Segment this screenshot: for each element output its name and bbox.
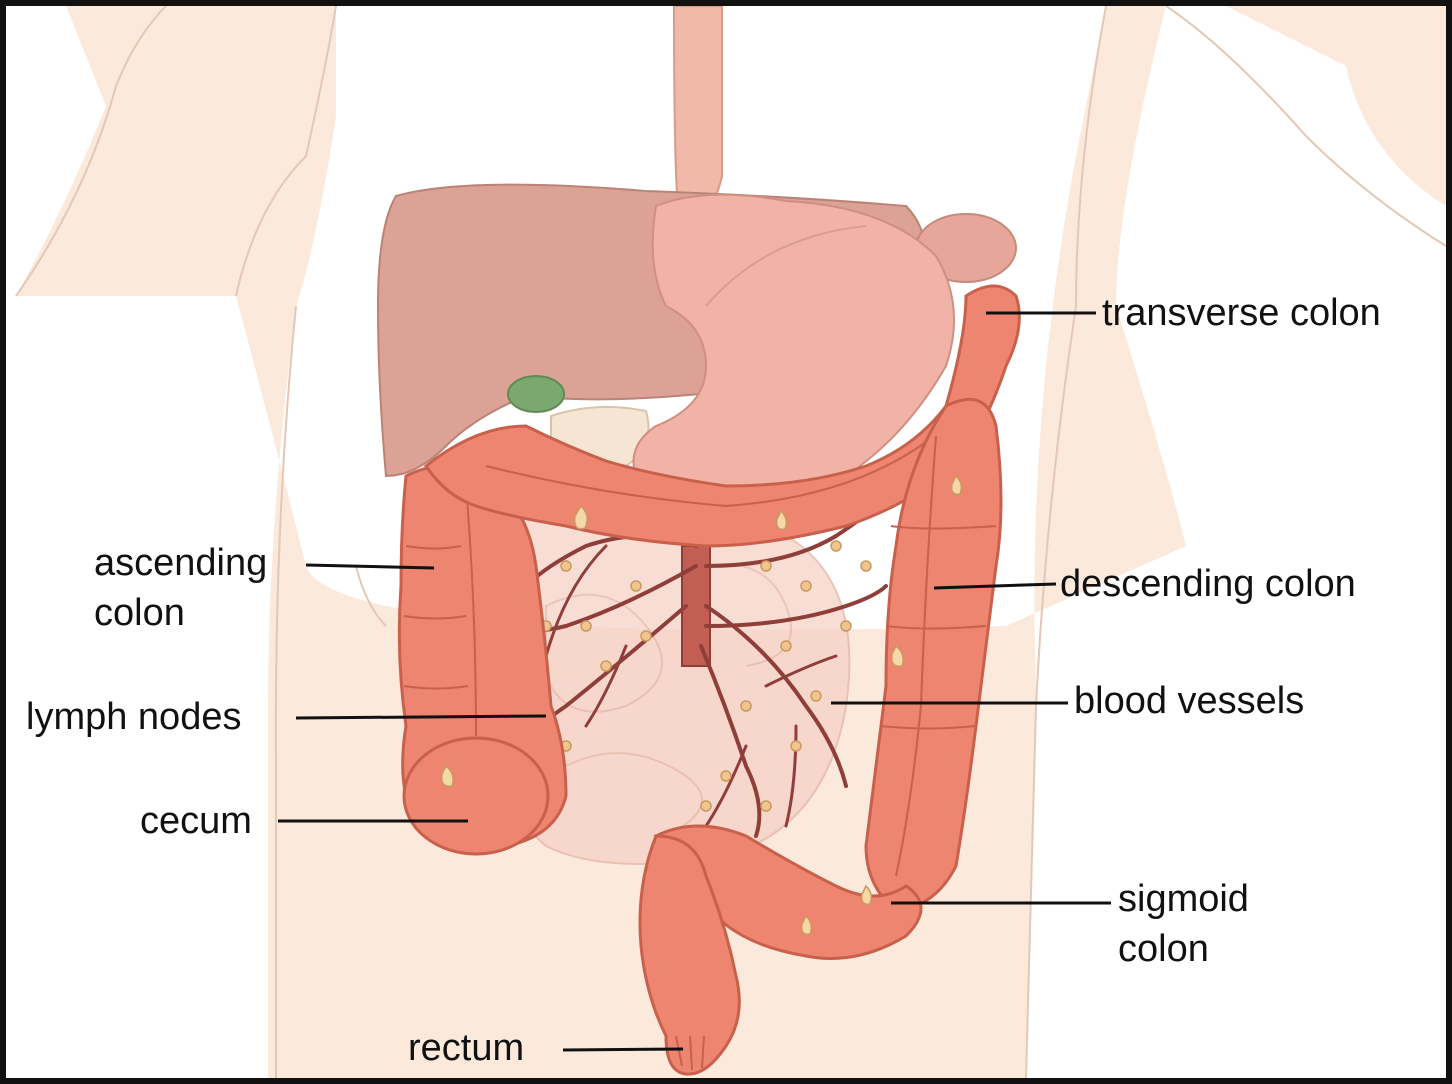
label-descending-colon: descending colon (1060, 559, 1356, 609)
label-cecum: cecum (140, 796, 252, 846)
label-sigmoid-colon: sigmoid colon (1118, 874, 1318, 974)
cecum-shape (404, 738, 548, 854)
esophagus (674, 6, 722, 216)
label-rectum: rectum (408, 1023, 524, 1073)
label-ascending-colon: ascending colon (94, 538, 354, 638)
label-blood-vessels: blood vessels (1074, 676, 1304, 726)
label-lymph-nodes: lymph nodes (26, 692, 241, 742)
leader-lymph-nodes (296, 716, 546, 718)
gallbladder (508, 376, 564, 412)
leader-rectum (563, 1049, 683, 1050)
label-transverse-colon: transverse colon (1102, 288, 1381, 338)
